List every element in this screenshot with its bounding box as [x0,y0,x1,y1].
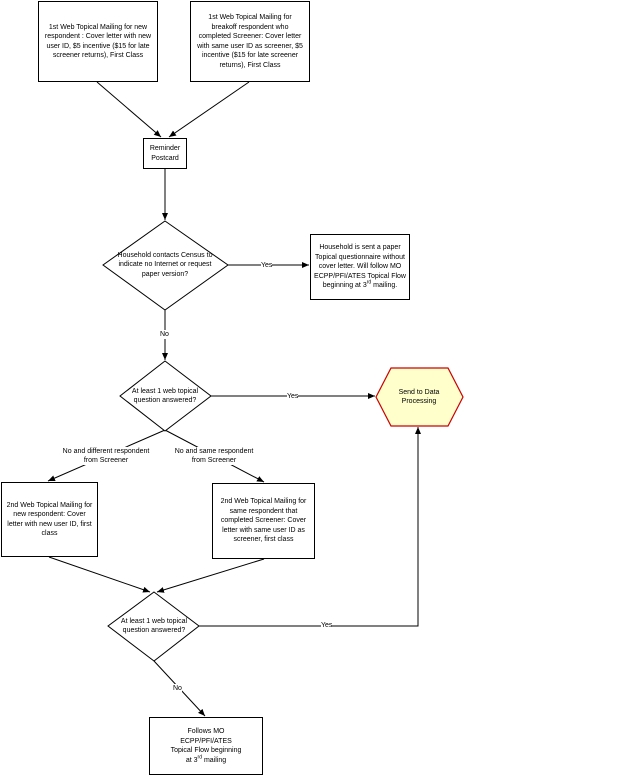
arrow-breakoff-to-reminder [168,81,250,138]
box-second-mailing-same-respondent: 2nd Web Topical Mailing for same respond… [212,483,315,559]
box-first-mailing-breakoff-text: 1st Web Topical Mailing for breakoff res… [197,14,303,69]
box-paper-questionnaire: Household is sent a paper Topical questi… [310,234,410,300]
terminal-send-to-data-processing [375,367,464,427]
box-second-mailing-new-respondent: 2nd Web Topical Mailing for new responde… [1,482,98,557]
box-first-mailing-new-respondent-text: 1st Web Topical Mailing for new responde… [44,23,152,60]
box-first-mailing-new-respondent: 1st Web Topical Mailing for new responde… [38,1,158,82]
box-second-mailing-same-respondent-text: 2nd Web Topical Mailing for same respond… [220,498,307,544]
edge-label-no-census: No [160,330,169,339]
decision-answered-1-label: At least 1 web topical question answered… [131,387,199,405]
box-follows-text-main: Follows MO ECPP/PFI/ATES Topical Flow be… [170,728,242,764]
decision-answered-2 [107,591,200,662]
box-follows-topical-flow: Follows MO ECPP/PFI/ATES Topical Flow be… [149,717,263,775]
box-reminder-postcard-text: Reminder Postcard [149,145,181,162]
edge-label-no-same-text: No and same respondent from Screener [174,448,254,464]
box-first-mailing-breakoff: 1st Web Topical Mailing for breakoff res… [190,1,310,82]
edge-label-yes-data-1: Yes [287,392,299,401]
terminal-send-to-data-processing-label: Send to Data Processing [398,388,440,406]
box-paper-text-sup: rd [366,279,372,286]
arrow-answered2-yes [199,427,421,627]
box-reminder-postcard: Reminder Postcard [143,138,187,169]
box-follows-text-sup: rd [197,754,202,761]
edge-label-no-different-text: No and different respondent from Screene… [62,448,150,464]
box-paper-text-main: Household is sent a paper Topical questi… [314,244,406,290]
edge-label-no-final: No [173,684,182,693]
arrow-second-same-to-answered2 [156,558,265,593]
box-second-mailing-new-respondent-text: 2nd Web Topical Mailing for new responde… [6,501,93,538]
box-follows-topical-flow-text: Follows MO ECPP/PFI/ATES Topical Flow be… [170,727,242,765]
box-follows-text-end: mailing [202,756,227,764]
edge-label-no-same: No and same respondent from Screener [168,447,260,465]
edge-label-yes-data-2: Yes [321,621,333,630]
decision-answered-1 [119,360,212,432]
edge-label-no-different: No and different respondent from Screene… [58,447,154,465]
arrow-second-new-to-answered2 [48,556,151,593]
box-paper-questionnaire-text: Household is sent a paper Topical questi… [314,243,406,291]
decision-answered-2-label: At least 1 web topical question answered… [120,617,188,635]
decision-census-contact [102,220,229,311]
box-paper-text-end: mailing. [371,282,398,290]
terminal-send-to-data-processing-text: Send to Data Processing [388,384,450,410]
decision-answered-1-text: At least 1 web topical question answered… [124,386,206,406]
decision-census-contact-label: Household contacts Census to indicate no… [117,251,213,278]
edge-label-yes-paper: Yes [261,261,273,270]
arrow-new-to-reminder [96,81,162,138]
decision-answered-2-text: At least 1 web topical question answered… [112,616,196,636]
decision-census-contact-text: Household contacts Census to indicate no… [113,248,217,282]
